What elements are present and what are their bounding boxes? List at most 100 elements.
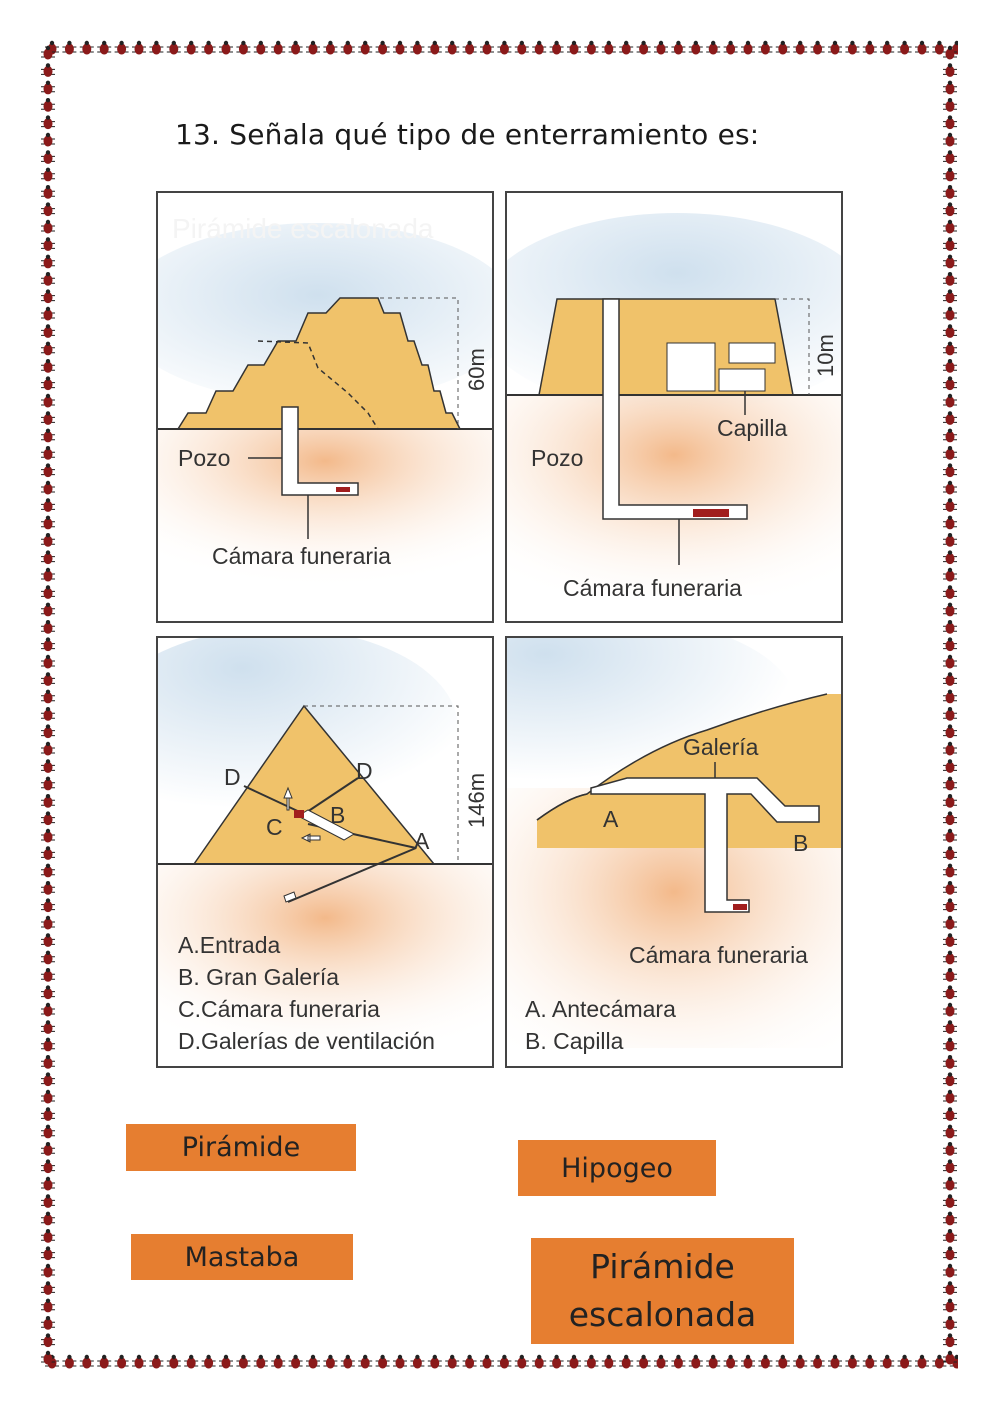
- ladybug-icon: [943, 1176, 957, 1191]
- ladybug-icon: [358, 1354, 373, 1369]
- hypogeum-galeria-label: Galería: [683, 734, 759, 760]
- ladybug-icon: [943, 324, 957, 338]
- ladybug-icon: [671, 1354, 686, 1369]
- ladybug-icon: [514, 40, 529, 55]
- ladybug-icon: [410, 40, 425, 55]
- ladybug-icon: [862, 40, 877, 55]
- ladybug-icon: [41, 1037, 55, 1052]
- ladybug-icon: [462, 1354, 477, 1369]
- ladybug-icon: [943, 585, 957, 599]
- ladybug-icon: [62, 40, 77, 55]
- ladybug-icon: [41, 341, 55, 356]
- hypogeum-marker-b: B: [793, 830, 809, 856]
- ladybug-icon: [41, 602, 55, 617]
- ladybug-icon: [79, 40, 94, 55]
- ladybug-icon: [943, 45, 957, 60]
- ladybug-icon: [41, 306, 55, 321]
- ladybug-icon: [943, 185, 957, 199]
- ladybug-icon: [410, 1354, 425, 1369]
- hypogeum-camara-label: Cámara funeraria: [629, 942, 808, 968]
- ladybug-icon: [943, 637, 957, 652]
- step-pyramid-watermark: Pirámide escalonada: [172, 213, 434, 244]
- ladybug-icon: [41, 428, 55, 443]
- ladybug-icon: [943, 846, 957, 860]
- pyramid-marker-b: B: [330, 802, 346, 828]
- ladybug-icon: [41, 515, 55, 530]
- ladybug-icon: [943, 811, 957, 826]
- ladybug-icon: [943, 359, 957, 373]
- page-border-right: [943, 45, 957, 1365]
- ladybug-icon: [41, 846, 55, 860]
- ladybug-icon: [41, 968, 55, 982]
- ladybug-icon: [793, 1354, 808, 1369]
- ladybug-icon: [288, 40, 303, 55]
- ladybug-icon: [114, 40, 129, 55]
- ladybug-icon: [943, 881, 957, 895]
- ladybug-icon: [758, 40, 773, 55]
- ladybug-icon: [943, 689, 957, 704]
- ladybug-icon: [41, 498, 55, 512]
- ladybug-icon: [845, 40, 860, 55]
- step-pyramid-pozo-label: Pozo: [178, 445, 231, 471]
- ladybug-icon: [41, 480, 55, 495]
- ladybug-icon: [671, 40, 686, 55]
- ladybug-icon: [943, 1037, 957, 1052]
- ladybug-icon: [41, 132, 55, 147]
- ladybug-icon: [943, 1072, 957, 1087]
- ladybug-icon: [41, 202, 55, 217]
- ladybug-icon: [132, 40, 146, 55]
- ladybug-icon: [41, 1159, 55, 1174]
- ladybug-icon: [775, 1354, 790, 1369]
- ladybug-icon: [514, 1354, 529, 1369]
- answer-hipogeo[interactable]: Hipogeo: [518, 1140, 716, 1196]
- mastaba-illustration: [507, 213, 841, 595]
- ladybug-icon: [41, 550, 55, 565]
- ladybug-icon: [288, 1354, 303, 1369]
- ladybug-icon: [654, 40, 668, 55]
- hypogeum-illustration: [507, 638, 841, 1048]
- ladybug-icon: [943, 1298, 957, 1313]
- ladybug-icon: [41, 585, 55, 599]
- ladybug-icon: [41, 63, 55, 77]
- ladybug-icon: [41, 828, 55, 843]
- ladybug-icon: [943, 341, 957, 356]
- ladybug-icon: [706, 40, 721, 55]
- ladybug-icon: [41, 98, 55, 112]
- answer-piramide[interactable]: Pirámide: [126, 1124, 356, 1171]
- ladybug-icon: [943, 1229, 957, 1243]
- ladybug-icon: [41, 150, 55, 164]
- ladybug-icon: [41, 446, 55, 460]
- ladybug-icon: [375, 1354, 390, 1369]
- panel-step-pyramid: Pirámide escalonada 60m Pozo Cámara fune…: [156, 191, 494, 623]
- ladybug-icon: [41, 1229, 55, 1243]
- mastaba-camara-label: Cámara funeraria: [563, 575, 742, 601]
- answer-mastaba[interactable]: Mastaba: [131, 1234, 353, 1280]
- ladybug-icon: [62, 1354, 77, 1369]
- step-pyramid-height-label: 60m: [464, 348, 489, 391]
- ladybug-icon: [943, 1107, 957, 1121]
- ladybug-icon: [741, 1354, 755, 1369]
- ladybug-icon: [480, 40, 494, 55]
- panel-hypogeum: Galería A B Cámara funeraria A. Antecáma…: [505, 636, 843, 1068]
- pyramid-marker-c: C: [266, 814, 283, 840]
- ladybug-icon: [601, 1354, 616, 1369]
- ladybug-icon: [41, 1142, 55, 1156]
- ladybug-icon: [271, 1354, 286, 1369]
- ladybug-icon: [943, 1055, 957, 1069]
- ladybug-icon: [706, 1354, 721, 1369]
- ladybug-icon: [445, 1354, 460, 1369]
- ladybug-icon: [943, 98, 957, 112]
- ladybug-icon: [943, 1246, 957, 1261]
- ladybug-icon: [943, 63, 957, 77]
- pyramid-legend-a: A.Entrada: [178, 932, 281, 958]
- ladybug-icon: [943, 620, 957, 634]
- ladybug-icon: [601, 40, 616, 55]
- ladybug-icon: [41, 985, 55, 1000]
- pyramid-marker-d-left: D: [224, 764, 241, 790]
- answer-piramide-escalonada[interactable]: Pirámide escalonada: [531, 1238, 794, 1344]
- ladybug-icon: [943, 1142, 957, 1156]
- ladybug-icon: [41, 637, 55, 652]
- ladybug-icon: [943, 498, 957, 512]
- ladybug-icon: [166, 40, 181, 55]
- ladybug-icon: [41, 1002, 55, 1017]
